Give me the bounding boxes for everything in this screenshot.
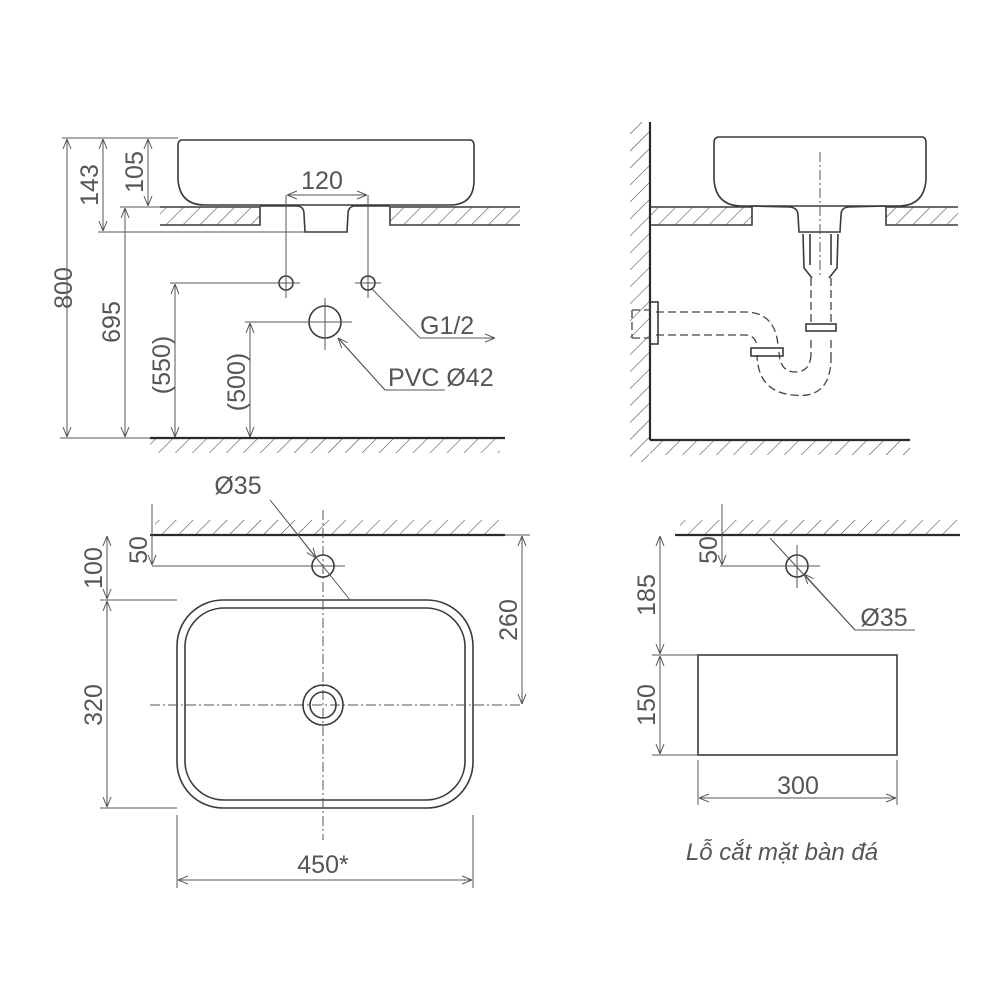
drain-inner — [309, 691, 337, 719]
cutout-rect — [697, 654, 898, 756]
dim-o35: Ø35 — [860, 604, 907, 632]
dim-100: 100 — [80, 547, 108, 589]
cutout-view: 50 185 150 300 Ø35 Lỗ cắt mặt bàn đá — [633, 504, 960, 866]
basin-profile — [177, 139, 475, 206]
dim-450: 450* — [297, 851, 349, 879]
drain-outer — [302, 684, 344, 726]
dim-320: 320 — [80, 684, 108, 726]
dim-260: 260 — [495, 599, 523, 641]
dim-143: 143 — [76, 164, 104, 206]
counter-left — [650, 207, 752, 225]
dim-50: 50 — [125, 536, 153, 564]
dim-695: 695 — [98, 301, 126, 343]
drain-outlet — [260, 205, 390, 233]
dim-150: 150 — [633, 684, 661, 726]
drain-pipe — [631, 233, 839, 397]
label-g12: G1/2 — [420, 312, 474, 340]
dim-185: 185 — [633, 574, 661, 616]
dim-105: 105 — [121, 151, 149, 193]
counter-right — [886, 207, 958, 225]
dim-500: (500) — [223, 353, 251, 411]
label-pvc: PVC Ø42 — [388, 364, 494, 392]
dim-300: 300 — [777, 772, 819, 800]
dim-50: 50 — [695, 536, 723, 564]
basin-outline — [176, 599, 474, 809]
plan-view: Ø35 100 50 320 260 450* — [80, 472, 530, 888]
side-section-view — [630, 122, 958, 462]
counter-left — [160, 207, 260, 225]
elevation-view: 800 143 105 695 (550) (500) 120 G1/2 PVC… — [50, 137, 520, 453]
dim-800: 800 — [50, 267, 78, 309]
floor-hatch — [150, 439, 500, 453]
cutout-caption: Lỗ cắt mặt bàn đá — [686, 838, 878, 866]
dim-550: (550) — [148, 336, 176, 394]
faucet-hole — [311, 554, 335, 578]
supply-hole-left — [272, 270, 300, 298]
counter-right — [390, 207, 520, 225]
wall-hatch — [630, 122, 649, 462]
drain-hole — [305, 298, 352, 350]
basin-profile — [713, 136, 927, 207]
dim-o35: Ø35 — [214, 472, 261, 500]
dim-120: 120 — [301, 167, 343, 195]
supply-hole-right — [355, 275, 381, 291]
